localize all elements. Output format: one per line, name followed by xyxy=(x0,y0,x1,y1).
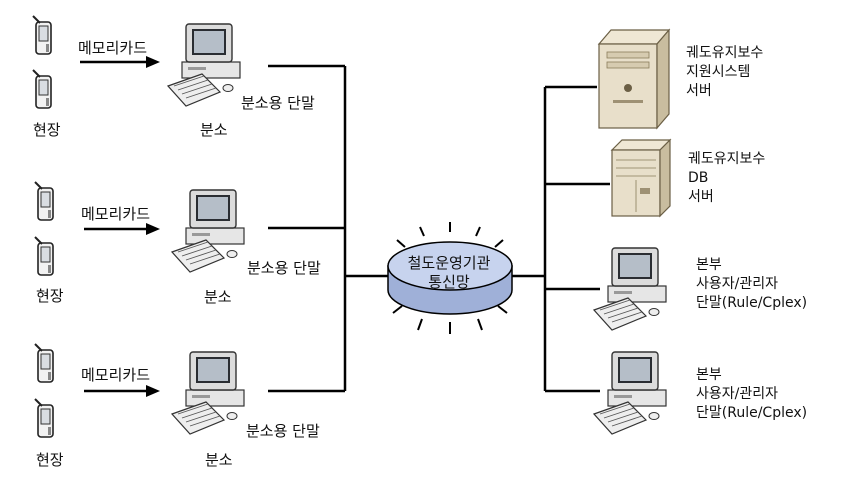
hq-terminal-label-line: 사용자/관리자 xyxy=(696,276,778,292)
pda-icon xyxy=(32,15,52,55)
main-server-label-line: 지원시스템 xyxy=(686,64,751,80)
hq-terminal-label-line: 본부 xyxy=(696,367,722,383)
hub-label-line2: 통신망 xyxy=(428,273,470,291)
branch-office-label: 분소 xyxy=(200,121,228,139)
hq-terminal-label: 본부 사용자/관리자 단말(Rule/Cplex) xyxy=(696,366,807,423)
network-hub-icon xyxy=(373,222,527,334)
hub-label: 철도운영기관 통신망 xyxy=(388,254,510,292)
branch-computer-icon xyxy=(171,189,245,273)
branch-terminal-label: 분소용 단말 xyxy=(241,94,315,112)
memory-card-arrows xyxy=(80,56,160,397)
database-server-icon xyxy=(611,139,671,217)
hq-terminal-label-line: 본부 xyxy=(696,257,722,273)
pda-icon xyxy=(34,181,54,221)
hub-label-line1: 철도운영기관 xyxy=(407,254,491,272)
pda-icon xyxy=(34,398,54,438)
field-label: 현장 xyxy=(33,121,61,139)
main-server-label-line: 궤도유지보수 xyxy=(686,45,764,61)
pda-icon xyxy=(34,343,54,383)
branch-terminal-label: 분소용 단말 xyxy=(247,259,321,277)
main-server-label-line: 서버 xyxy=(686,83,712,99)
hq-computer-icon xyxy=(593,351,667,435)
hq-terminal-label-line: 사용자/관리자 xyxy=(696,386,778,402)
pda-icon xyxy=(34,236,54,276)
hq-terminal-label-line: 단말(Rule/Cplex) xyxy=(696,405,808,421)
db-server-label: 궤도유지보수 DB 서버 xyxy=(688,150,765,207)
memory-card-label: 메모리카드 xyxy=(81,366,151,384)
branch-office-label: 분소 xyxy=(204,288,232,306)
hq-computer-icon xyxy=(593,247,667,331)
field-label: 현장 xyxy=(36,287,64,305)
pda-icon xyxy=(32,69,52,109)
branch-computer-icon xyxy=(171,351,245,435)
hq-terminal-label: 본부 사용자/관리자 단말(Rule/Cplex) xyxy=(696,256,807,313)
server-tower-icon xyxy=(598,29,670,129)
db-server-label-line: 궤도유지보수 xyxy=(688,151,766,167)
db-server-label-line: DB xyxy=(688,170,709,186)
branch-computer-icon xyxy=(167,23,241,107)
network-links xyxy=(268,64,610,393)
memory-card-label: 메모리카드 xyxy=(78,39,148,57)
main-server-label: 궤도유지보수 지원시스템 서버 xyxy=(686,44,763,101)
field-label: 현장 xyxy=(36,451,64,469)
branch-office-label: 분소 xyxy=(205,451,233,469)
hq-terminal-label-line: 단말(Rule/Cplex) xyxy=(696,295,808,311)
db-server-label-line: 서버 xyxy=(688,189,714,205)
branch-terminal-label: 분소용 단말 xyxy=(246,422,320,440)
memory-card-label: 메모리카드 xyxy=(81,205,151,223)
